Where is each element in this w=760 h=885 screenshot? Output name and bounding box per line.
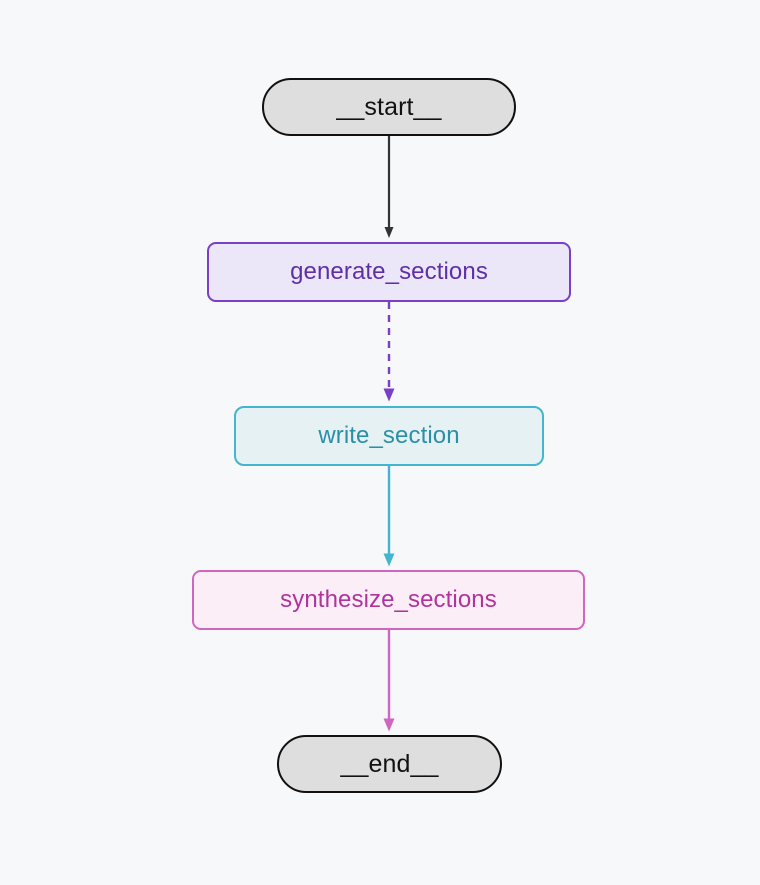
node-generate-sections-label: generate_sections — [290, 258, 488, 285]
node-write-section-label: write_section — [318, 422, 460, 449]
node-write-section[interactable]: write_section — [234, 406, 544, 466]
node-end[interactable]: __end__ — [277, 735, 502, 793]
node-generate-sections[interactable]: generate_sections — [207, 242, 571, 302]
node-synthesize-sections-label: synthesize_sections — [280, 586, 497, 613]
node-start[interactable]: __start__ — [262, 78, 516, 136]
node-end-label: __end__ — [340, 749, 439, 778]
node-start-label: __start__ — [336, 92, 442, 121]
node-synthesize-sections[interactable]: synthesize_sections — [192, 570, 585, 630]
